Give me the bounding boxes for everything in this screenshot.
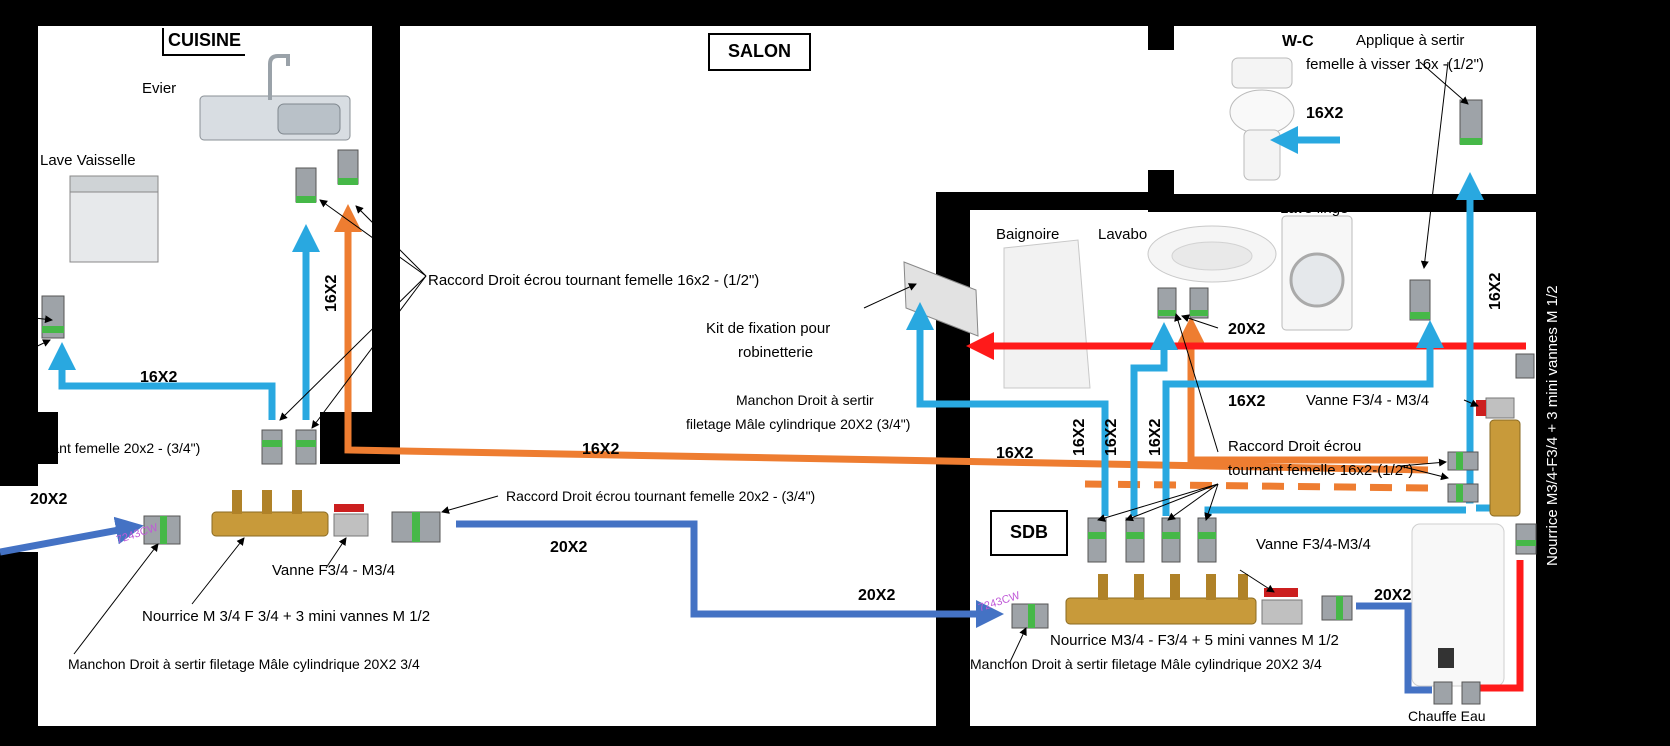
pipe-label-20-right-vert: 20X2 — [1537, 588, 1554, 626]
sink-evier — [199, 54, 351, 141]
pipe-label-16-sdb1: 16X2 — [996, 445, 1034, 462]
red-pipe-heater — [1480, 560, 1524, 692]
note-raccord-sdb-2: tournant femelle 16x2-(1/2") — [1228, 462, 1414, 479]
manifold-kitchen — [211, 490, 369, 537]
pipe-label-20-chauffe: 20X2 — [1374, 587, 1412, 604]
label-lave-linge: Lave linge — [1280, 200, 1349, 217]
manifold-vertical — [1476, 397, 1521, 517]
leader-lines — [0, 61, 1479, 663]
wall-kitchen-bottom-right — [320, 412, 400, 464]
note-nourrice-sdb: Nourrice M3/4 - F3/4 + 5 mini vannes M 1… — [1050, 632, 1339, 649]
bathtub — [1003, 239, 1091, 389]
note-vanne-sdb-right: Vanne F3/4 - M3/4 — [1306, 392, 1430, 409]
label-lave-vaisselle: Lave Vaisselle — [40, 152, 136, 169]
note-manchon-salon-1: Manchon Droit à sertir — [736, 392, 874, 408]
note-manchon-salon-2: filetage Mâle cylindrique 20X2 (3/4") — [686, 416, 911, 432]
pipe-label-20-salon2: 20X2 — [858, 587, 896, 604]
note-raccord-20-salon: Raccord Droit écrou tournant femelle 20x… — [506, 488, 816, 504]
label-evier: Evier — [142, 80, 177, 97]
wall-sdb-top-left — [936, 192, 1148, 210]
hot-pipe-dashed — [1084, 480, 1429, 492]
cold-pipe-washer — [1162, 320, 1444, 516]
note-vanne-cuisine: Vanne F3/4 - M3/4 — [272, 562, 396, 579]
fittings — [41, 99, 1537, 705]
outside-right — [1566, 0, 1670, 746]
hot-pipe-lavabo — [1177, 316, 1428, 464]
room-label-salon: SALON — [708, 33, 811, 71]
note-kit-1: Kit de fixation pour — [706, 320, 831, 337]
cold-pipe-lavabo — [1130, 322, 1178, 516]
pipe-label-20-sdb-red: 20X2 — [1228, 321, 1266, 338]
note-nourrice-vertical: Nourrice M3/4-F3/4 + 3 mini vannes M 1/2 — [1544, 283, 1562, 568]
cold-pipe-sdb-base — [1204, 506, 1466, 516]
note-raccord-sdb-1: Raccord Droit écrou — [1228, 438, 1362, 455]
pipe-label-20-left: 20X2 — [30, 491, 68, 508]
pipe-label-16-right-vert: 16X2 — [1487, 272, 1504, 310]
wall-kitchen-right — [372, 26, 400, 464]
wall-wc-bottom — [1148, 194, 1536, 212]
note-partial-left: 4) — [0, 320, 13, 336]
pipe-label-16-salon: 16X2 — [582, 441, 620, 458]
label-baignoire: Baignoire — [996, 226, 1060, 243]
label-chauffe-eau: Chauffe Eau — [1408, 708, 1486, 724]
label-lavabo: Lavabo — [1098, 226, 1148, 243]
main-pipe-salon — [456, 520, 1004, 628]
washbasin — [1147, 225, 1277, 283]
wall-left-lower — [0, 552, 38, 746]
pipe-label-16-cuisine-horiz: 16X2 — [140, 369, 178, 386]
note-applique-2: femelle à visser 16x -(1/2") — [1306, 56, 1484, 73]
toilet — [1229, 57, 1295, 181]
pipe-label-16-wc: 16X2 — [1306, 105, 1344, 122]
note-manchon-sdb: Manchon Droit à sertir filetage Mâle cyl… — [970, 656, 1322, 672]
water-heater — [1411, 523, 1505, 687]
pipe-label-16-sdb3: 16X2 — [1103, 418, 1120, 456]
wall-bottom — [0, 726, 1670, 746]
wall-wc-top — [1148, 26, 1174, 50]
note-nourrice-cuisine: Nourrice M 3/4 F 3/4 + 3 mini vannes M 1… — [142, 608, 431, 625]
room-label-sdb: SDB — [990, 510, 1069, 556]
pipe-label-16-sdb4: 16X2 — [1147, 418, 1164, 456]
cold-pipe-bathtub — [906, 302, 1109, 516]
note-manchon-cuisine: Manchon Droit à sertir filetage Mâle cyl… — [68, 656, 420, 672]
note-vanne-sdb: Vanne F3/4-M3/4 — [1256, 536, 1371, 553]
main-pipe-in — [0, 516, 144, 556]
pipe-label-16-sdb5: 16X2 — [1228, 393, 1266, 410]
note-raccord-16-cuisine: Raccord Droit écrou tournant femelle 16x… — [428, 272, 760, 289]
pipe-label-20-salon1: 20X2 — [550, 539, 588, 556]
dishwasher — [69, 175, 159, 263]
washing-machine — [1281, 215, 1353, 331]
pipe-label-16-sdb2: 16X2 — [1071, 418, 1088, 456]
cold-pipe-dishwasher — [48, 342, 276, 420]
room-label-cuisine: CUISINE — [162, 28, 246, 56]
wall-kitchen-bottom-left — [38, 412, 58, 464]
hot-16-pipes — [334, 204, 1429, 492]
pipe-label-16-cuisine-vert: 16X2 — [323, 274, 340, 312]
wall-left-upper — [0, 0, 38, 486]
manifold-sdb — [1065, 574, 1303, 625]
hot-pipe-kitchen — [334, 204, 1429, 474]
main-pipe-heater — [1356, 602, 1432, 694]
room-label-wc: W-C — [1282, 33, 1314, 50]
wall-top — [0, 0, 1670, 26]
main-20-pipes — [0, 516, 1432, 694]
note-raccord-20-left: ou tournant femelle 20x2 - (3/4") — [0, 440, 201, 456]
note-kit-2: robinetterie — [738, 344, 814, 361]
note-applique-1: Applique à sertir — [1356, 32, 1465, 49]
